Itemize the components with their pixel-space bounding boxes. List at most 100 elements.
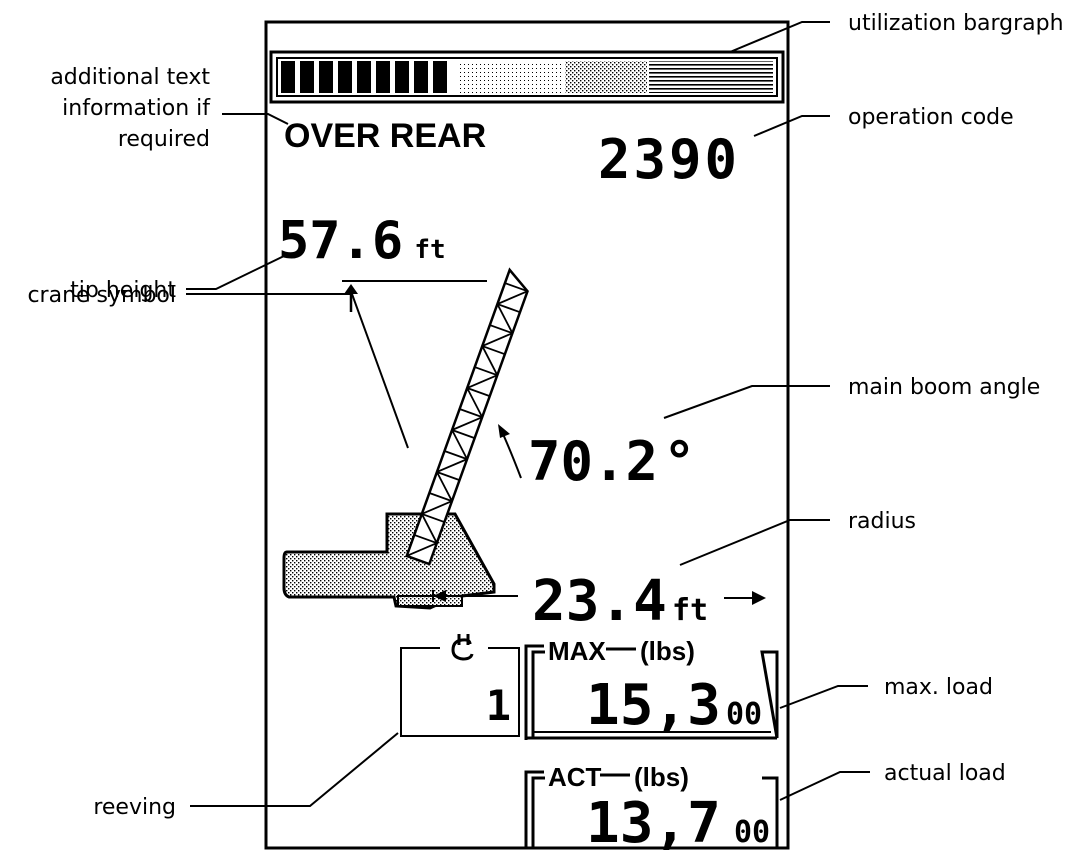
boom-angle-arrow bbox=[498, 424, 522, 479]
leader-utilization bbox=[729, 21, 830, 53]
label-main-boom-angle: main boom angle bbox=[848, 375, 1040, 400]
leader-tip-height bbox=[186, 255, 285, 290]
max-load-label: MAX bbox=[548, 636, 606, 666]
boom-lattice-diagonal bbox=[481, 345, 499, 376]
max-load-unit: (lbs) bbox=[640, 636, 695, 666]
radius-readout: 23.4 ft bbox=[532, 569, 708, 634]
label-additional-text-3: required bbox=[118, 127, 210, 152]
boom-lattice-rung bbox=[474, 366, 498, 377]
crane-boom bbox=[405, 267, 529, 566]
boom-lattice-rung bbox=[451, 429, 475, 439]
leader-additional-text bbox=[222, 113, 289, 125]
bargraph-segment bbox=[414, 61, 428, 93]
label-tip-height: tip height bbox=[70, 278, 176, 303]
boom-lattice-diagonal bbox=[466, 374, 498, 389]
leader-operation-code bbox=[753, 115, 830, 137]
boom-lattice-diagonal bbox=[481, 332, 513, 347]
status-text: OVER REAR bbox=[284, 117, 486, 155]
label-operation-code: operation code bbox=[848, 105, 1014, 130]
max-load-readout: 15,3 00 bbox=[586, 673, 762, 738]
leader-reeving bbox=[190, 732, 399, 807]
leader-crane-symbol bbox=[186, 293, 409, 449]
boom-lattice-diagonal bbox=[451, 429, 468, 460]
boom-lattice-rung bbox=[429, 492, 453, 502]
actual-load-readout: 13,7 00 bbox=[586, 791, 770, 856]
operation-code: 2390 bbox=[598, 128, 740, 191]
tip-height-readout: 57.6 ft bbox=[278, 211, 446, 271]
radius-arrow bbox=[724, 591, 766, 605]
bargraph-lined-zone bbox=[649, 61, 773, 93]
bargraph-sparse-zone bbox=[459, 61, 563, 93]
callout-leaders bbox=[186, 21, 870, 807]
callout-labels: utilization bargraph additional text inf… bbox=[27, 11, 1063, 820]
actual-load-suffix: 00 bbox=[734, 815, 770, 850]
boom-lattice-rung bbox=[497, 303, 521, 314]
boom-lattice-diagonal bbox=[496, 303, 514, 334]
boom-lattice-rung bbox=[436, 471, 460, 481]
bargraph-dense-zone bbox=[565, 61, 647, 93]
bargraph-segment bbox=[281, 61, 295, 93]
bargraph-filled-segments bbox=[281, 61, 447, 93]
hook-icon bbox=[451, 634, 474, 661]
actual-load-unit: (lbs) bbox=[634, 762, 689, 792]
label-radius: radius bbox=[848, 509, 916, 534]
bargraph-segment bbox=[395, 61, 409, 93]
actual-load-label: ACT bbox=[548, 762, 602, 792]
leader-max-load bbox=[779, 685, 868, 709]
boom-lattice-rung bbox=[421, 513, 445, 523]
tip-height-marker bbox=[342, 280, 487, 312]
max-load-value: 15,3 bbox=[586, 673, 721, 738]
bargraph-segment bbox=[357, 61, 371, 93]
label-actual-load: actual load bbox=[884, 761, 1006, 786]
bargraph-segment bbox=[376, 61, 390, 93]
radius-unit: ft bbox=[672, 593, 708, 628]
radius-value: 23.4 bbox=[532, 569, 667, 634]
boom-lattice-rung bbox=[459, 408, 483, 418]
boom-lattice-rung bbox=[466, 387, 491, 398]
label-additional-text-1: additional text bbox=[50, 65, 210, 90]
tip-height-value: 57.6 bbox=[278, 211, 403, 271]
boom-lattice-diagonal bbox=[451, 416, 483, 431]
boom-lattice-diagonal bbox=[421, 513, 438, 544]
boom-lattice-rung bbox=[481, 345, 506, 356]
boom-angle-readout: 70.2 ° bbox=[528, 430, 696, 493]
label-crane-symbol: crane symbol bbox=[27, 283, 176, 308]
crane-symbol bbox=[282, 267, 529, 610]
reeving-value: 1 bbox=[486, 681, 511, 730]
boom-angle-value: 70.2 bbox=[528, 430, 658, 493]
actual-load-value: 13,7 bbox=[586, 791, 721, 856]
label-reeving: reeving bbox=[93, 795, 176, 820]
tip-height-unit: ft bbox=[414, 235, 445, 265]
utilization-bargraph bbox=[269, 50, 785, 104]
reeving-box: 1 bbox=[400, 634, 520, 737]
bargraph-segment bbox=[338, 61, 352, 93]
max-load-box: MAX (lbs) 15,3 00 bbox=[524, 636, 779, 740]
boom-lattice-diagonal bbox=[497, 290, 528, 305]
actual-load-box: ACT (lbs) 13,7 00 bbox=[524, 762, 779, 856]
boom-lattice-rung bbox=[504, 282, 528, 293]
bargraph-segment bbox=[433, 61, 447, 93]
boom-lattice-diagonal bbox=[421, 500, 453, 515]
boom-lattice-diagonal bbox=[436, 458, 468, 473]
leader-boom-angle bbox=[663, 385, 830, 419]
label-additional-text-2: information if bbox=[62, 96, 211, 121]
label-max-load: max. load bbox=[884, 675, 993, 700]
radius-marker bbox=[432, 590, 518, 602]
boom-lattice-diagonal bbox=[436, 471, 453, 502]
boom-lattice-diagonal bbox=[466, 387, 483, 418]
leader-radius bbox=[679, 519, 830, 566]
bargraph-segment bbox=[300, 61, 314, 93]
boom-angle-unit: ° bbox=[663, 430, 696, 493]
boom-lattice-diagonal bbox=[406, 542, 438, 557]
leader-actual-load bbox=[779, 771, 870, 801]
boom-lattice-rung bbox=[406, 555, 430, 565]
crane-track bbox=[397, 595, 463, 607]
max-load-suffix: 00 bbox=[726, 697, 762, 732]
boom-lattice-rung bbox=[489, 324, 513, 335]
bargraph-segment bbox=[319, 61, 333, 93]
crane-carrier bbox=[282, 512, 496, 610]
label-utilization-bargraph: utilization bargraph bbox=[848, 11, 1064, 36]
boom-lattice-rung bbox=[444, 450, 468, 460]
boom-lattice-rung bbox=[413, 534, 438, 544]
